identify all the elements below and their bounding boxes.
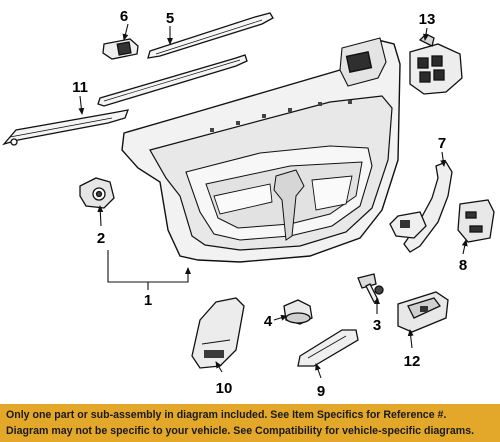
callout-3: 3 [373,317,381,334]
screw-part-3 [357,273,384,303]
callout-10: 10 [216,380,233,397]
disclaimer-line-2: Diagram may not be specific to your vehi… [6,425,475,437]
switch-part-6 [102,38,139,60]
disclaimer-line-1: Only one part or sub-assembly in diagram… [6,409,447,421]
armrest-cover-part-10 [191,297,245,369]
door-trim-panel-part-1 [121,37,401,263]
callout-6: 6 [120,8,128,25]
pull-handle-part-7 [389,161,453,253]
callout-9: 9 [317,383,325,400]
callout-13: 13 [419,11,436,28]
parts-diagram: 6 5 11 13 2 1 7 8 3 4 10 9 12 [2,8,495,400]
callout-8: 8 [459,257,467,274]
callout-7: 7 [438,135,446,152]
callout-11: 11 [72,79,88,96]
callout-4: 4 [264,313,273,330]
window-switch-part-13 [409,33,463,95]
clip-part-4 [283,299,313,325]
inner-belt-strip [97,54,248,107]
bracket-part-8 [457,199,495,243]
speaker-grille-part-2 [79,177,115,209]
belt-molding-part-5 [147,12,274,59]
trim-cover-part-9 [297,329,359,367]
disclaimer-banner: Only one part or sub-assembly in diagram… [0,404,500,442]
callout-2: 2 [97,230,105,247]
trim-strip-part-11 [2,109,130,146]
handle-housing-part-12 [397,291,449,333]
callout-1: 1 [144,292,152,309]
callout-12: 12 [404,353,421,370]
leader-lines [78,23,468,379]
callout-5: 5 [166,10,174,27]
